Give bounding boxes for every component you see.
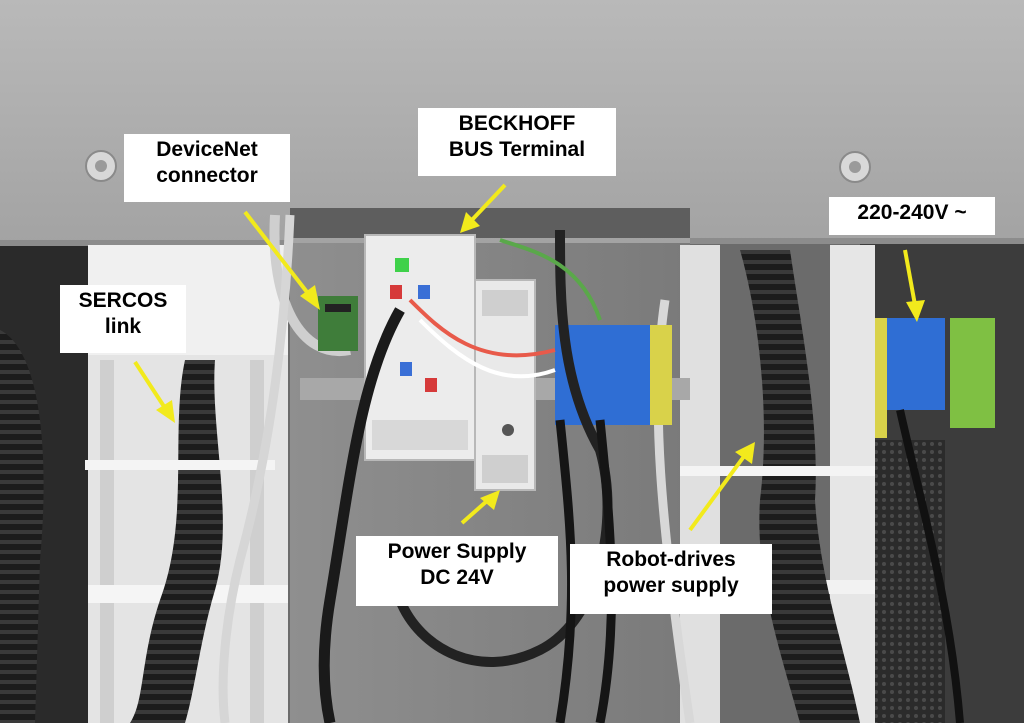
label-power-supply-line2: DC 24V <box>420 566 494 589</box>
label-beckhoff-bus-terminal: BECKHOFF BUS Terminal <box>418 108 616 176</box>
label-sercos-line2: link <box>104 315 142 338</box>
arrow-sercos <box>133 360 175 423</box>
conduit-sercos <box>130 360 223 723</box>
label-sercos-line1: SERCOS <box>78 289 168 312</box>
arrow-devicenet <box>243 210 320 310</box>
arrow-beckhoff <box>460 183 507 233</box>
label-devicenet-connector: DeviceNet connector <box>124 134 290 202</box>
label-beckhoff-line1: BECKHOFF <box>458 112 576 135</box>
label-beckhoff-line2: BUS Terminal <box>448 138 586 161</box>
arrow-power-supply <box>460 490 500 525</box>
label-devicenet-line1: DeviceNet <box>156 138 258 161</box>
terminal-block-right <box>885 318 945 410</box>
label-power-supply-line1: Power Supply <box>387 540 527 563</box>
label-robot-drives-line1: Robot-drives <box>606 548 736 571</box>
label-voltage: 220-240V ~ <box>829 197 995 235</box>
conduit-left-edge <box>0 330 44 723</box>
mesh-panel <box>875 440 945 723</box>
label-robot-drives-line2: power supply <box>603 574 739 597</box>
label-power-supply: Power Supply DC 24V <box>356 536 558 606</box>
arrow-robot-drives <box>688 442 755 532</box>
label-devicenet-line2: connector <box>156 164 258 187</box>
label-robot-drives: Robot-drives power supply <box>570 544 772 614</box>
label-sercos-link: SERCOS link <box>60 285 186 353</box>
cable-duct-center <box>680 245 720 723</box>
arrow-voltage <box>903 249 925 322</box>
label-voltage-line1: 220-240V ~ <box>857 201 967 224</box>
